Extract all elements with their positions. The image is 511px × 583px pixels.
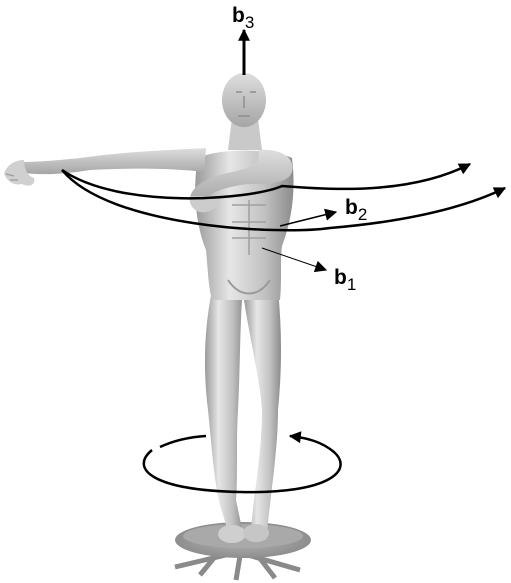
right-foot <box>243 524 269 542</box>
extended-arm <box>16 148 206 174</box>
b3-label: b3 <box>232 4 254 32</box>
b2-label: b2 <box>345 196 367 224</box>
b1-label: b1 <box>334 266 356 294</box>
left-leg <box>205 290 244 538</box>
right-leg <box>244 290 281 540</box>
base-rotation-arrow <box>144 436 341 492</box>
left-foot <box>218 525 246 543</box>
